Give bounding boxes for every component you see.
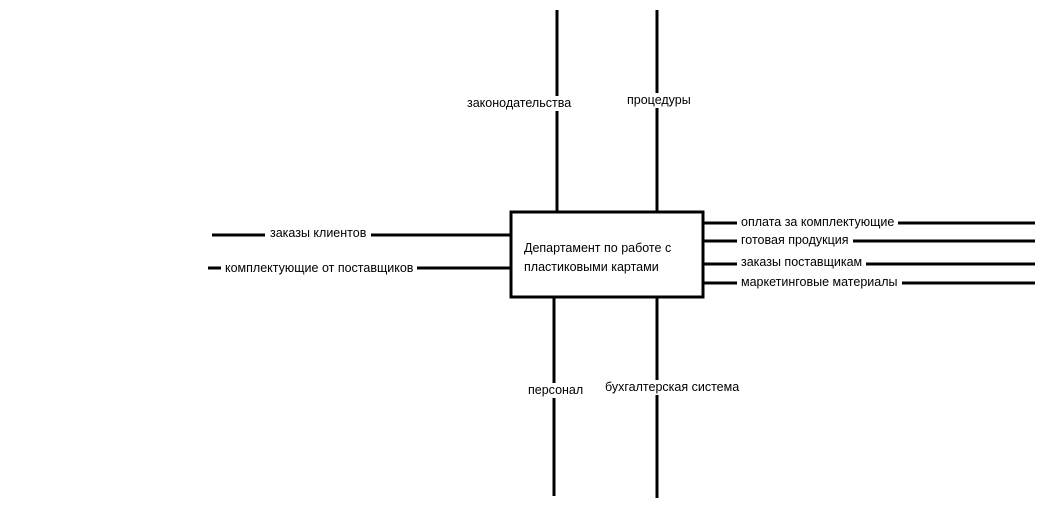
function-block-title-line1: Департамент по работе с: [524, 241, 672, 255]
function-block: [509, 210, 705, 299]
function-block-title-line2: пластиковыми картами: [524, 260, 659, 274]
output-label-finished-products: готовая продукция: [737, 233, 853, 248]
output-label-supplier-orders: заказы поставщикам: [737, 255, 867, 270]
control-label-legislation: законодательства: [467, 96, 572, 111]
mechanism-label-accounting: бухгалтерская система: [605, 380, 740, 395]
output-label-component-payment: оплата за комплектующие: [737, 215, 899, 230]
control-label-procedures: процедуры: [627, 93, 691, 108]
mechanism-label-staff: персонал: [528, 383, 584, 398]
output-label-marketing-materials: маркетинговые материалы: [737, 275, 902, 290]
input-label-supplier-components: комплектующие от поставщиков: [221, 261, 418, 276]
input-label-client-orders: заказы клиентов: [265, 226, 372, 241]
